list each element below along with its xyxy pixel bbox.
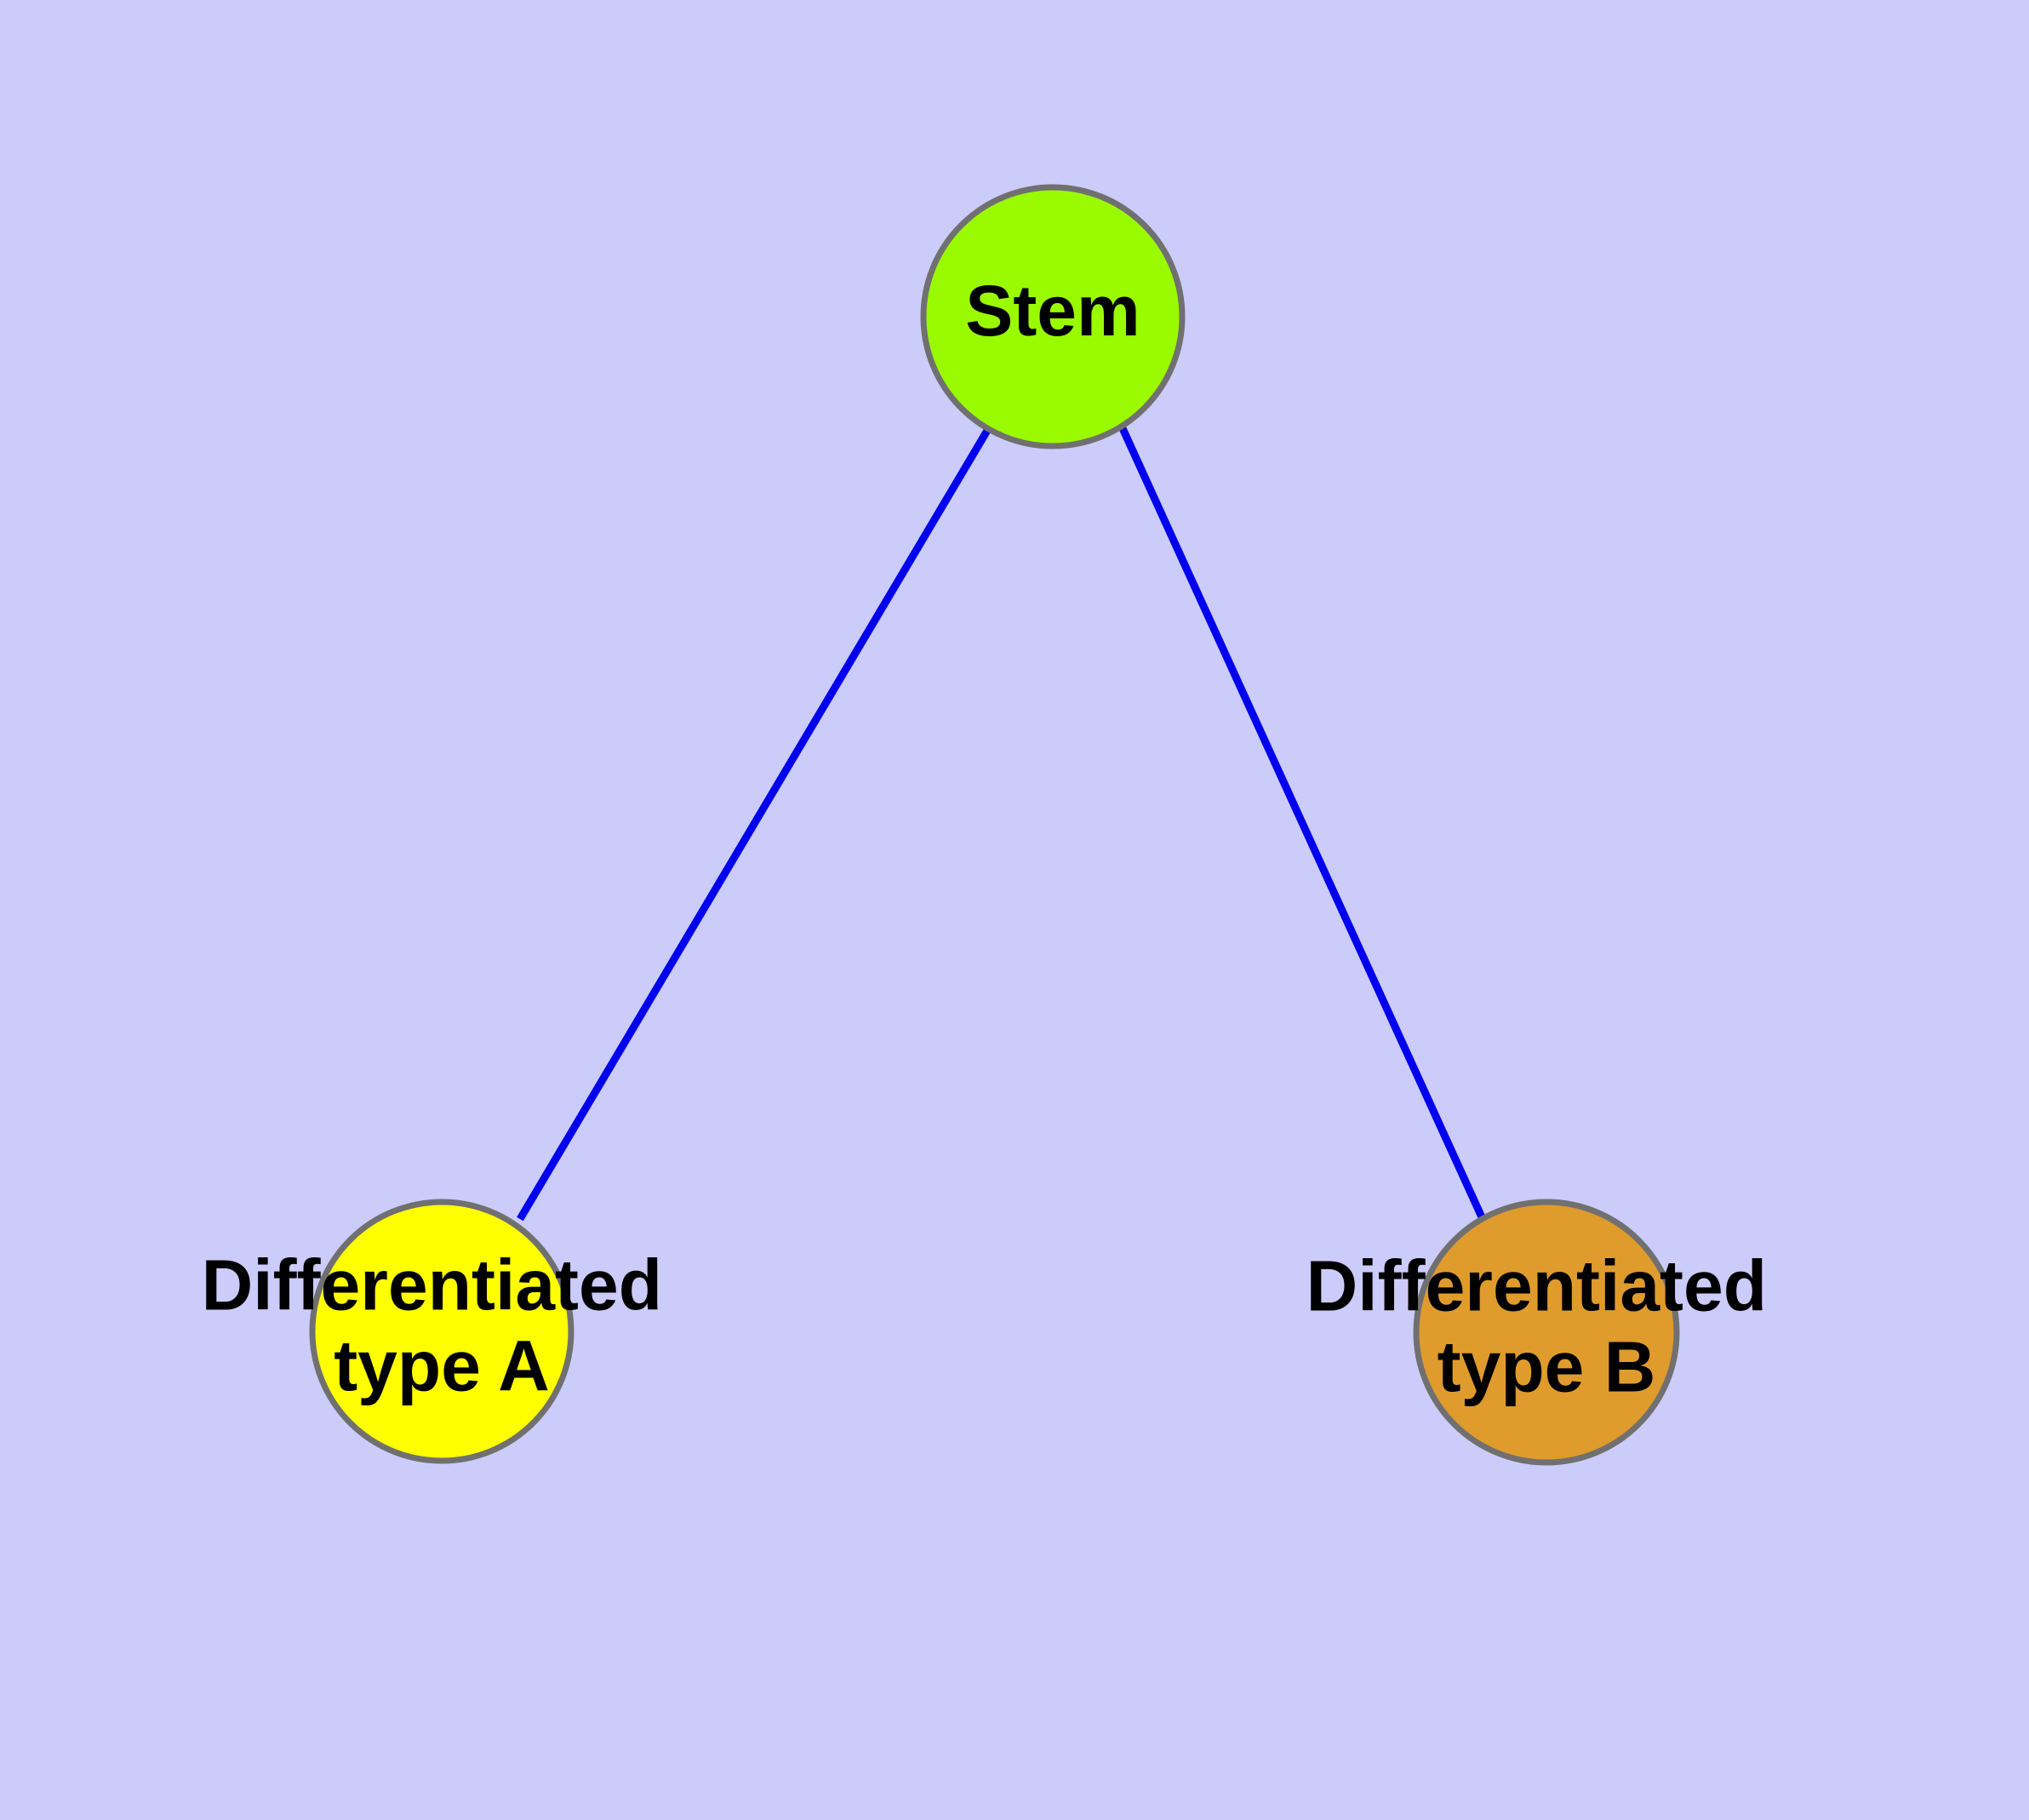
edge-stem-to-differentiated-type-b[interactable]	[1117, 425, 1487, 1221]
node-differentiated-type-a-label-line2: type A	[334, 1326, 550, 1406]
node-differentiated-type-a-circle[interactable]	[309, 1199, 574, 1464]
node-differentiated-type-a-label: Differentiated type A	[202, 1245, 683, 1406]
edge-layer	[517, 425, 1487, 1222]
node-stem-circle[interactable]	[920, 184, 1186, 449]
node-differentiated-type-b-label-line2: type B	[1437, 1327, 1656, 1407]
edge-stem-to-differentiated-type-a[interactable]	[517, 426, 992, 1222]
node-stem-label-line1: Stem	[965, 271, 1140, 351]
node-layer	[309, 184, 1680, 1466]
node-differentiated-type-b-label: Differentiated type B	[1306, 1246, 1787, 1407]
node-differentiated-type-a-label-line1: Differentiated	[202, 1245, 662, 1325]
label-layer: Stem Differentiated type A Differentiate…	[202, 271, 1787, 1407]
node-stem-label: Stem	[965, 271, 1140, 351]
node-differentiated-type-b-label-line1: Differentiated	[1306, 1246, 1767, 1326]
node-differentiated-type-b-circle[interactable]	[1413, 1199, 1680, 1466]
